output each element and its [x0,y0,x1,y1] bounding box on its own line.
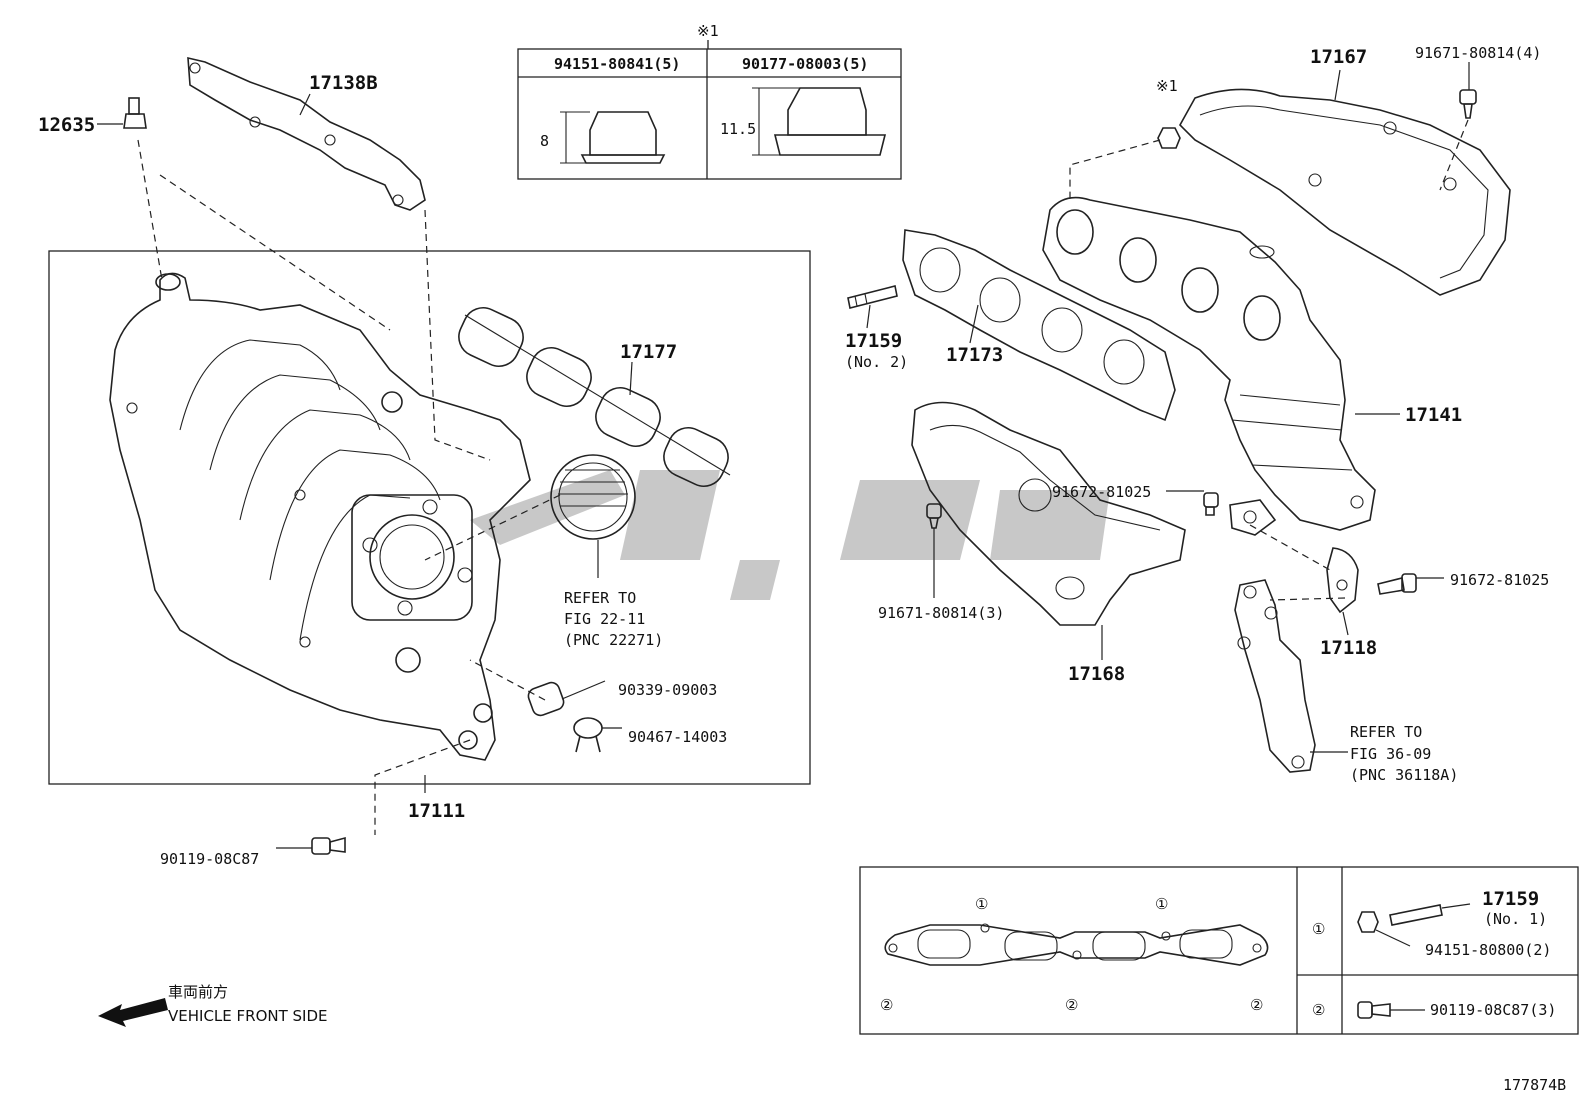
nut-col1-dim: 8 [540,132,549,150]
nut-right-marker: ※1 [1156,77,1178,95]
nut-table-marker: ※1 [697,22,719,40]
refer-left-line1: REFER TO [564,589,636,607]
gasket-row1-sub: (No. 1) [1484,910,1547,928]
bracket-17118 [1326,547,1359,614]
bolt-91672-b [1377,573,1417,595]
label-17167: 17167 [1310,46,1367,68]
gasket-table [859,866,1579,1035]
gasket-mark2-b: ② [1065,996,1078,1014]
label-91671-top: 91671-80814(4) [1415,44,1541,62]
label-91672-a: 91672-81025 [1052,483,1151,501]
gasket-row1-part: 17159 [1482,888,1539,910]
label-90467: 90467-14003 [628,728,727,746]
figure-code: 177874B [1503,1076,1566,1094]
label-17138b: 17138B [309,72,378,94]
label-17159-no2-sub: (No. 2) [845,353,908,371]
refer-left-line2: FIG 22-11 [564,610,645,628]
gasket-mark1-b: ① [1155,895,1168,913]
label-90119: 90119-08C87 [160,850,259,868]
legend-jp: 車両前方 [168,983,228,1001]
right-leaders [866,62,1470,753]
heat-insulator-17167 [1179,88,1511,296]
label-17111: 17111 [408,800,465,822]
stud-17159-no2 [847,285,898,309]
nut-table [517,40,902,180]
gasket-17173 [902,229,1176,422]
gasket-row1-nut: 94151-80800(2) [1425,941,1551,959]
label-17159-no2: 17159 [845,330,902,352]
gasket-mark2-c: ② [1250,996,1263,1014]
label-90339: 90339-09003 [618,681,717,699]
clamp-90467 [573,717,603,753]
watermark [470,470,1110,600]
nut-right [1157,127,1181,149]
bolt-91672-a [1203,492,1219,516]
legend-en: VEHICLE FRONT SIDE [168,1007,328,1025]
gasket-17177 [458,307,731,487]
bolt-90119 [311,836,346,855]
label-12635: 12635 [38,114,95,136]
left-leaders [137,93,633,849]
refer-right-line2: FIG 36-09 [1350,745,1431,763]
gasket-row2-mark: ② [1312,1001,1325,1019]
gasket-row1-mark: ① [1312,920,1325,938]
label-17118: 17118 [1320,637,1377,659]
stud-12635 [97,97,147,129]
nut-col2-part: 90177-08003(5) [742,55,868,73]
label-91672-b: 91672-81025 [1450,571,1549,589]
label-17141: 17141 [1405,404,1462,426]
labels: 12635 17138B 17177 17111 17167 91671-808… [38,22,1566,1094]
refer-right-line3: (PNC 36118A) [1350,766,1458,784]
gasket-mark1-a: ① [975,895,988,913]
refer-right-line1: REFER TO [1350,723,1422,741]
heat-insulator-17168 [911,401,1186,626]
bracket-17138b [187,56,426,211]
refer-left-line3: (PNC 22271) [564,631,663,649]
cap-90339 [527,681,565,717]
stay-36118a [1234,579,1316,773]
label-17177: 17177 [620,341,677,363]
gasket-row2-bolt: 90119-08C87(3) [1430,1001,1556,1019]
label-17173: 17173 [946,344,1003,366]
nut-col1-part: 94151-80841(5) [554,55,680,73]
nut-col2-dim: 11.5 [720,120,756,138]
exhaust-manifold-17141 [1042,196,1376,536]
intake-manifold-frame [48,250,811,785]
vehicle-front-arrow-icon [98,998,168,1027]
bolt-91671-top [1459,89,1477,119]
intake-manifold-17111 [109,272,531,761]
throttle-gasket [550,454,636,540]
label-91671-mid: 91671-80814(3) [878,604,1004,622]
gasket-mark2-a: ② [880,996,893,1014]
label-17168: 17168 [1068,663,1125,685]
bolt-91671-mid [926,503,942,529]
